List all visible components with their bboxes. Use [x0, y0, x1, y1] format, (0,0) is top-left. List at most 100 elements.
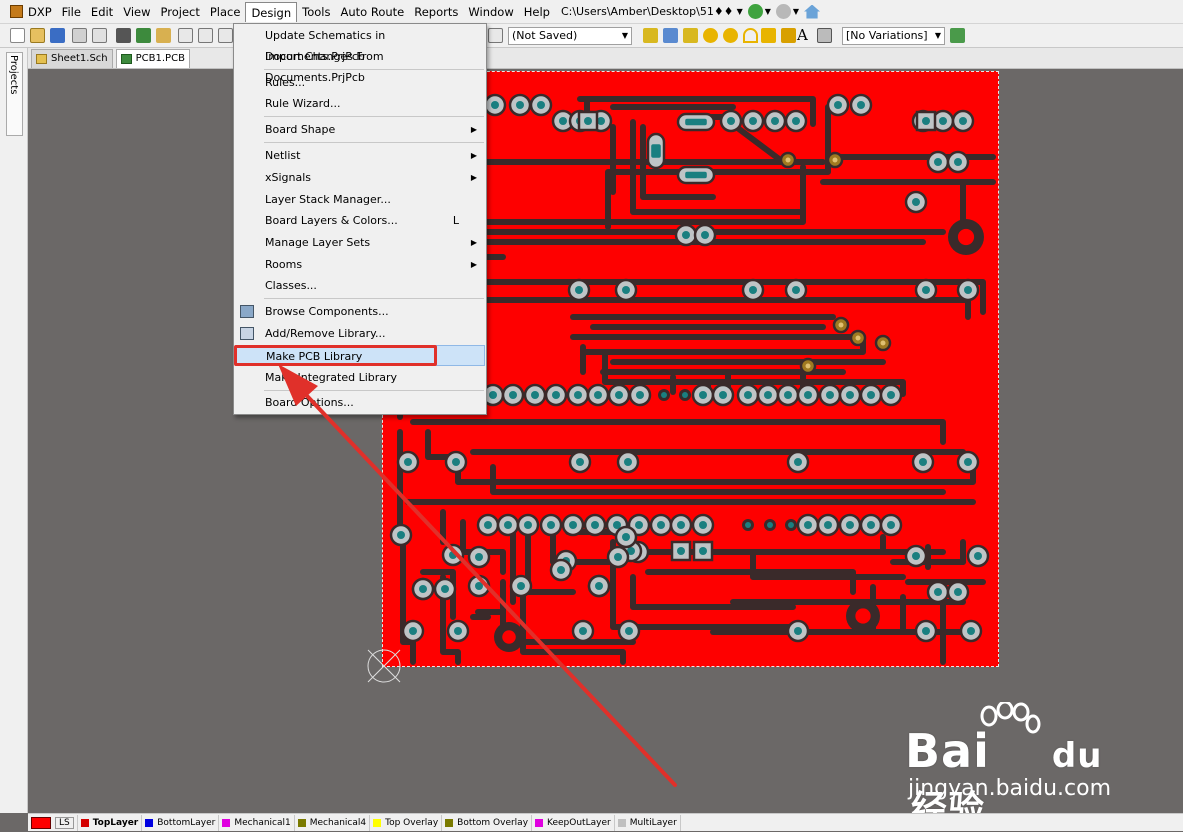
forward-icon[interactable]	[775, 4, 791, 19]
menu-item-board-layers-colors[interactable]: Board Layers & Colors...L	[235, 210, 485, 231]
variants-icon[interactable]	[950, 28, 965, 43]
pcb-pad	[859, 383, 883, 407]
pcb-pad	[849, 329, 867, 347]
layer-tab-keepoutlayer[interactable]: KeepOutLayer	[532, 814, 615, 831]
layer-tab-mechanical1[interactable]: Mechanical1	[219, 814, 295, 831]
chevron-down-icon[interactable]: ▼	[764, 7, 771, 16]
layer-tab-label: Bottom Overlay	[457, 817, 529, 828]
zoom-area-icon[interactable]	[198, 28, 213, 43]
menu-dxp[interactable]: DXP	[28, 4, 52, 19]
save-icon[interactable]	[50, 28, 65, 43]
print-preview-icon[interactable]	[92, 28, 107, 43]
place-polygon-icon[interactable]	[781, 28, 796, 43]
tab-sheet1-sch[interactable]: Sheet1.Sch	[31, 49, 113, 68]
layer-set-selector[interactable]: LS	[28, 814, 78, 831]
route-diff-pair-icon[interactable]	[663, 28, 678, 43]
place-text-icon[interactable]: A	[797, 26, 808, 44]
menu-item-add-remove-library[interactable]: Add/Remove Library...	[235, 323, 485, 344]
place-component-icon[interactable]	[817, 28, 832, 43]
place-pad-icon[interactable]	[703, 28, 718, 43]
home-icon[interactable]	[804, 4, 821, 19]
copper-trace	[405, 279, 986, 315]
component-icon[interactable]	[136, 28, 151, 43]
menu-item-classes[interactable]: Classes...	[235, 275, 485, 296]
menu-item-rule-wizard[interactable]: Rule Wizard...	[235, 93, 485, 114]
pcb-pad	[571, 619, 595, 643]
layer-color-swatch	[145, 818, 154, 827]
menu-edit[interactable]: Edit	[90, 4, 114, 19]
menu-item-label: Classes...	[265, 279, 317, 292]
saved-state-combo[interactable]: (Not Saved) ▼	[508, 27, 632, 45]
menu-item-manage-layer-sets[interactable]: Manage Layer Sets▶	[235, 232, 485, 253]
pcb-pad	[818, 383, 842, 407]
menu-item-rules[interactable]: Rules...	[235, 72, 485, 93]
menu-view[interactable]: View	[123, 4, 151, 19]
copper-trace	[630, 574, 796, 610]
menu-project[interactable]: Project	[160, 4, 200, 19]
dxp-logo-icon[interactable]	[10, 5, 23, 18]
folder-icon[interactable]	[156, 28, 171, 43]
menu-tools[interactable]: Tools	[302, 4, 331, 19]
menu-design[interactable]: Design	[245, 1, 298, 22]
pcb-pad	[816, 513, 840, 537]
annotation-arrow-icon	[278, 364, 677, 787]
print-icon[interactable]	[72, 28, 87, 43]
layer-stack-icon[interactable]	[116, 28, 131, 43]
via-hole	[682, 392, 688, 398]
menu-item-import-changes[interactable]: Import Changes From Documents.PrjPcb	[235, 46, 485, 84]
menu-item-xsignals[interactable]: xSignals▶	[235, 167, 485, 188]
menu-item-board-shape[interactable]: Board Shape▶	[235, 119, 485, 140]
zoom-selected-icon[interactable]	[218, 28, 233, 43]
layer-tab-multilayer[interactable]: MultiLayer	[615, 814, 681, 831]
menu-item-browse-components[interactable]: Browse Components...	[235, 301, 485, 322]
cross-probe-icon[interactable]	[488, 28, 503, 43]
pcb-pad	[483, 93, 507, 117]
variations-combo[interactable]: [No Variations] ▼	[842, 27, 945, 45]
menu-item-netlist[interactable]: Netlist▶	[235, 145, 485, 166]
menu-item-update-schematics[interactable]: Update Schematics in Documents.PrjPcb	[235, 25, 485, 63]
projects-panel-tab[interactable]: Projects	[6, 52, 23, 136]
new-document-icon[interactable]	[10, 28, 25, 43]
copper-trace	[430, 164, 806, 225]
chevron-down-icon[interactable]: ▼	[792, 7, 800, 16]
layer-tab-mechanical4[interactable]: Mechanical4	[295, 814, 371, 831]
place-fill-icon[interactable]	[761, 28, 776, 43]
layer-tab-label: Mechanical1	[234, 817, 291, 828]
zoom-fit-icon[interactable]	[178, 28, 193, 43]
pcb-pad	[411, 577, 435, 601]
chevron-down-icon: ▼	[621, 31, 628, 40]
layer-tab-top-overlay[interactable]: Top Overlay	[370, 814, 443, 831]
menu-help[interactable]: Help	[523, 4, 550, 19]
back-icon[interactable]	[747, 4, 763, 19]
layer-tab-bottomlayer[interactable]: BottomLayer	[142, 814, 220, 831]
menu-item-layer-stack-manager[interactable]: Layer Stack Manager...	[235, 189, 485, 210]
pcb-pad	[784, 109, 808, 133]
place-arc-icon[interactable]	[743, 28, 758, 43]
document-path-box[interactable]: C:\Users\Amber\Desktop\51♦♦ ▼ ▼ ▼	[561, 4, 821, 19]
pcb-pad	[904, 544, 928, 568]
pcb-board[interactable]	[382, 71, 999, 667]
route-multiple-icon[interactable]	[683, 28, 698, 43]
pcb-pad	[628, 383, 652, 407]
layer-color-swatch	[297, 818, 306, 827]
layer-tab-bottom-overlay[interactable]: Bottom Overlay	[442, 814, 533, 831]
menu-reports[interactable]: Reports	[414, 4, 459, 19]
menu-window[interactable]: Window	[468, 4, 514, 19]
menu-file[interactable]: File	[61, 4, 81, 19]
menu-auto-route[interactable]: Auto Route	[340, 4, 405, 19]
open-folder-icon[interactable]	[30, 28, 45, 43]
chevron-down-icon[interactable]: ▼	[736, 7, 743, 16]
interactive-route-icon[interactable]	[643, 28, 658, 43]
menu-place[interactable]: Place	[209, 4, 241, 19]
menu-item-rooms[interactable]: Rooms▶	[235, 254, 485, 275]
pcb-pad	[539, 513, 563, 537]
copper-trace	[645, 569, 856, 595]
place-via-icon[interactable]	[723, 28, 738, 43]
menu-item-board-options[interactable]: Board Options...	[235, 392, 485, 413]
layer-tab-toplayer[interactable]: TopLayer	[78, 814, 143, 831]
tab-pcb1-pcb[interactable]: PCB1.PCB	[115, 49, 190, 68]
pcb-pad	[756, 383, 780, 407]
schematic-doc-icon	[36, 54, 47, 64]
pcb-pad	[441, 543, 465, 567]
